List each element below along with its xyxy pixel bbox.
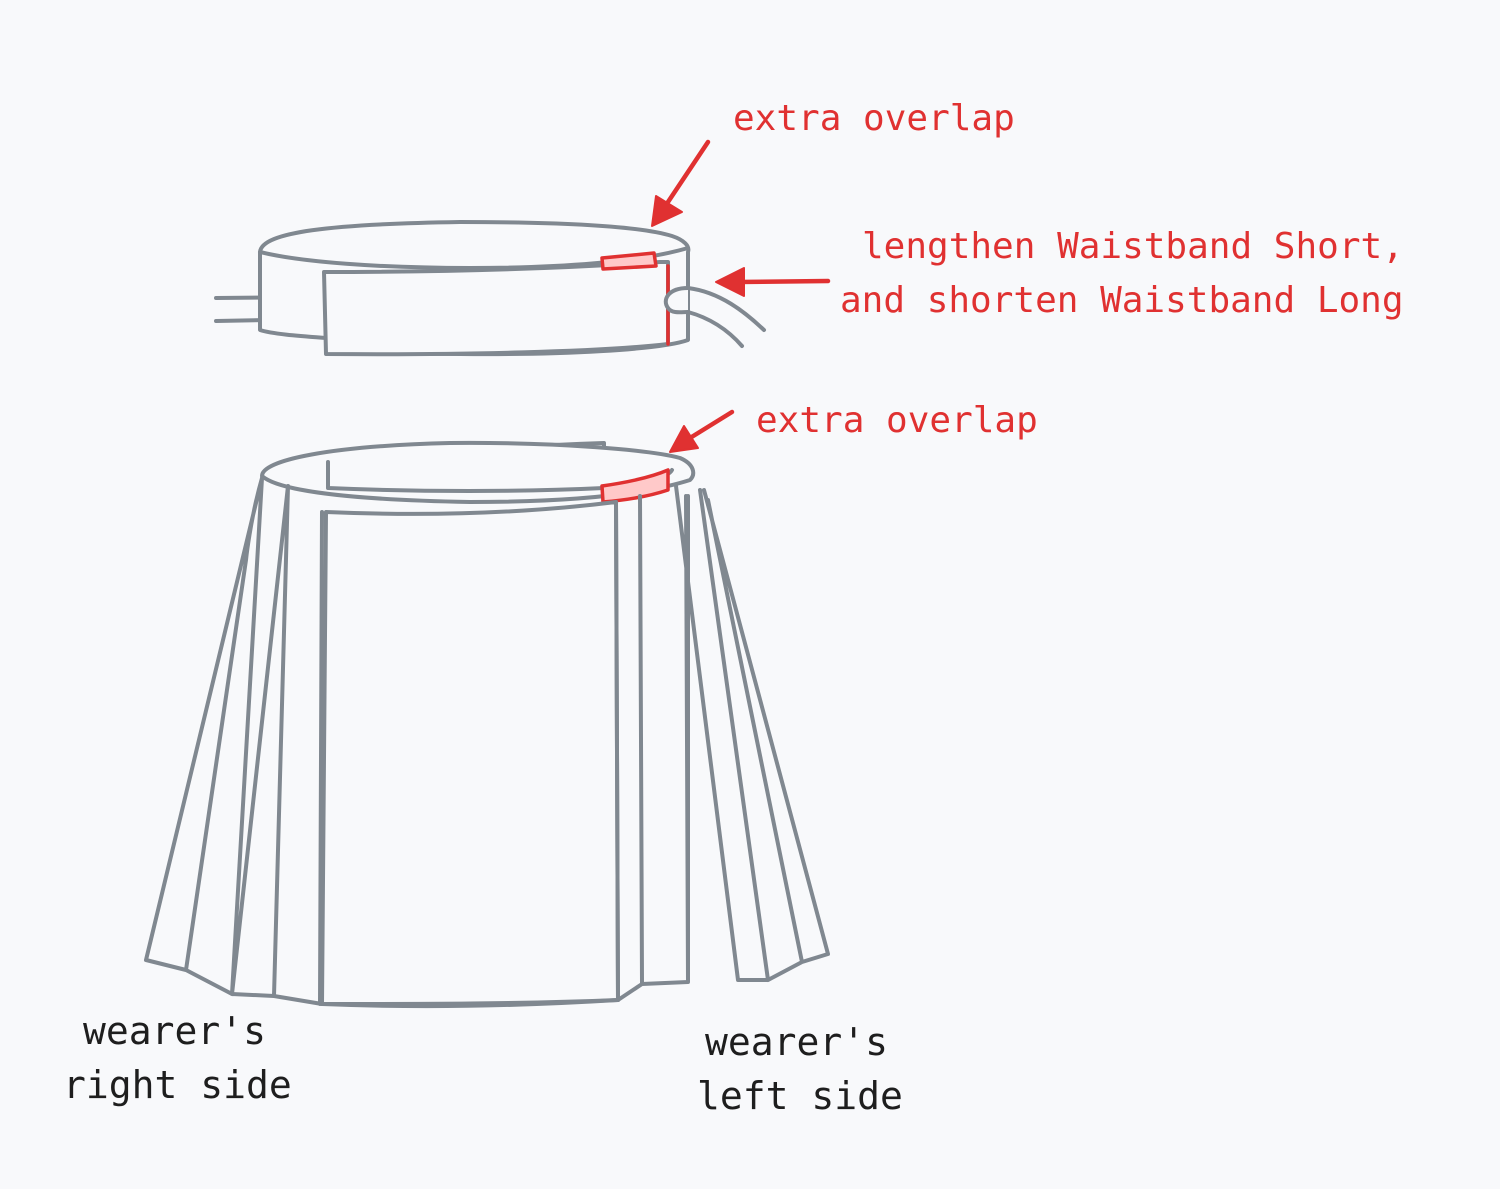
- annotation-lengthen-line2: and shorten Waistband Long: [840, 280, 1404, 321]
- label-right-side-line1: wearer's: [83, 1009, 266, 1053]
- waistband-right-strap: [663, 286, 690, 315]
- skirt-drawing: [144, 440, 830, 1009]
- label-right-side-line2: right side: [63, 1063, 292, 1107]
- annotation-lengthen-line1: lengthen Waistband Short,: [862, 226, 1404, 267]
- skirt-under-panel: [272, 510, 324, 1006]
- arrow-lengthen: [715, 267, 831, 297]
- arrows: [651, 139, 831, 453]
- skirt-overlap-patch: [600, 468, 670, 504]
- skirt-pleats-left: [614, 484, 830, 1002]
- annotation-skirt-overlap: extra overlap: [756, 400, 1038, 441]
- label-left-side-line1: wearer's: [705, 1020, 888, 1064]
- skirt-pleats-right: [144, 476, 290, 998]
- arrow-waistband-overlap: [651, 139, 711, 227]
- waistband-right-strap-tail: [686, 286, 766, 348]
- arrow-skirt-overlap: [669, 409, 735, 453]
- skirt-front-panel: [320, 500, 620, 1006]
- waistband-overlap-patch: [600, 251, 658, 271]
- waistband-front-panel: [322, 260, 670, 357]
- annotation-waistband-overlap: extra overlap: [733, 98, 1015, 139]
- waistband-drawing: [214, 220, 766, 357]
- skirt-hem-bottom: [320, 998, 620, 1009]
- label-left-side-line2: left side: [697, 1074, 903, 1118]
